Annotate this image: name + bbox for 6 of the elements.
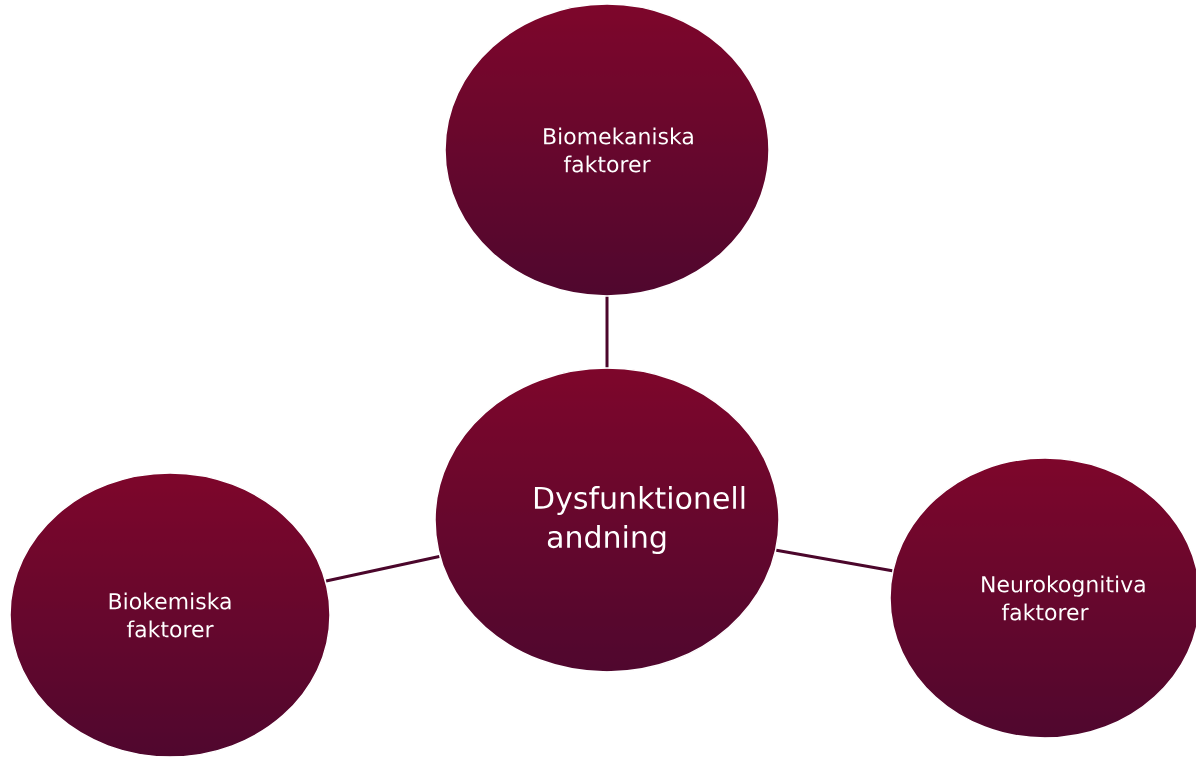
connector-line: [325, 555, 440, 583]
connector-line: [605, 296, 609, 368]
circle-node: Biokemiska faktorer: [9, 472, 331, 757]
circle-node: Biomekaniska faktorer: [444, 3, 770, 297]
connector-line: [776, 548, 893, 573]
circle-node: Dysfunktionell andning: [434, 367, 780, 673]
